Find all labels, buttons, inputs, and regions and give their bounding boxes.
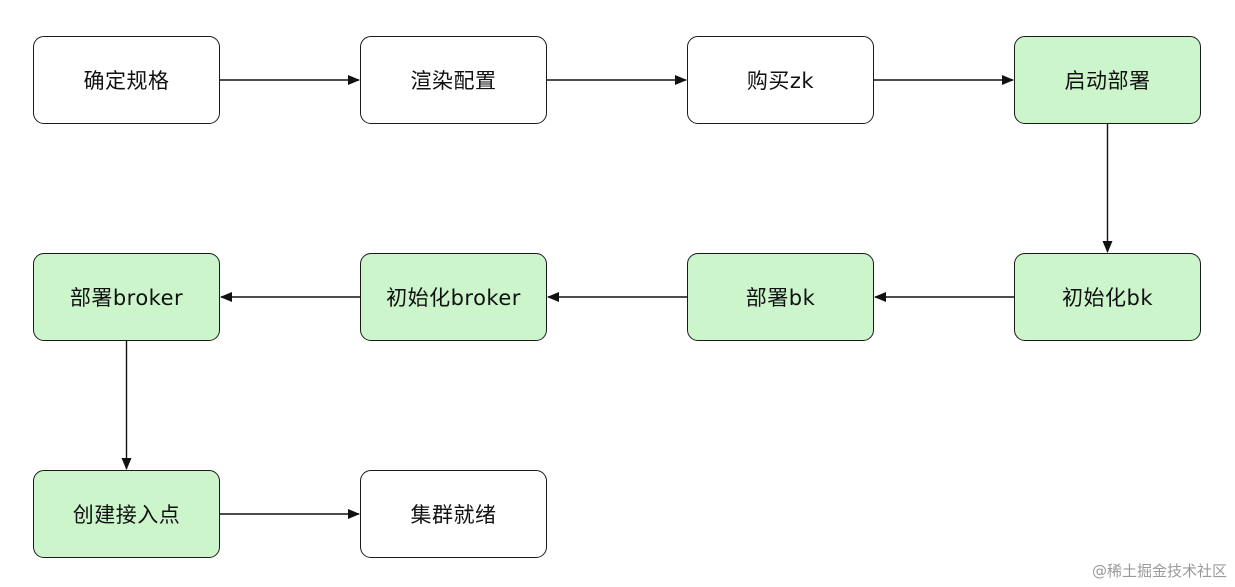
node-deploy-broker: 部署broker [33, 253, 220, 341]
node-label: 创建接入点 [72, 503, 181, 527]
node-buy-zk: 购买zk [687, 36, 874, 124]
node-init-broker: 初始化broker [360, 253, 547, 341]
node-label: 部署broker [69, 286, 184, 310]
node-start-deploy: 启动部署 [1014, 36, 1201, 124]
node-label: 渲染配置 [410, 69, 497, 93]
node-cluster-ready: 集群就绪 [360, 470, 547, 558]
node-deploy-bk: 部署bk [687, 253, 874, 341]
node-label: 集群就绪 [410, 503, 497, 527]
node-confirm-spec: 确定规格 [33, 36, 220, 124]
node-label: 启动部署 [1064, 69, 1151, 93]
node-label: 确定规格 [83, 69, 170, 93]
node-label: 初始化broker [386, 286, 521, 310]
node-create-endpoint: 创建接入点 [33, 470, 220, 558]
node-label: 初始化bk [1062, 286, 1153, 310]
node-label: 购买zk [746, 69, 815, 93]
node-label: 部署bk [745, 286, 816, 310]
node-init-bk: 初始化bk [1014, 253, 1201, 341]
node-render-config: 渲染配置 [360, 36, 547, 124]
watermark: @稀土掘金技术社区 [1091, 562, 1227, 580]
